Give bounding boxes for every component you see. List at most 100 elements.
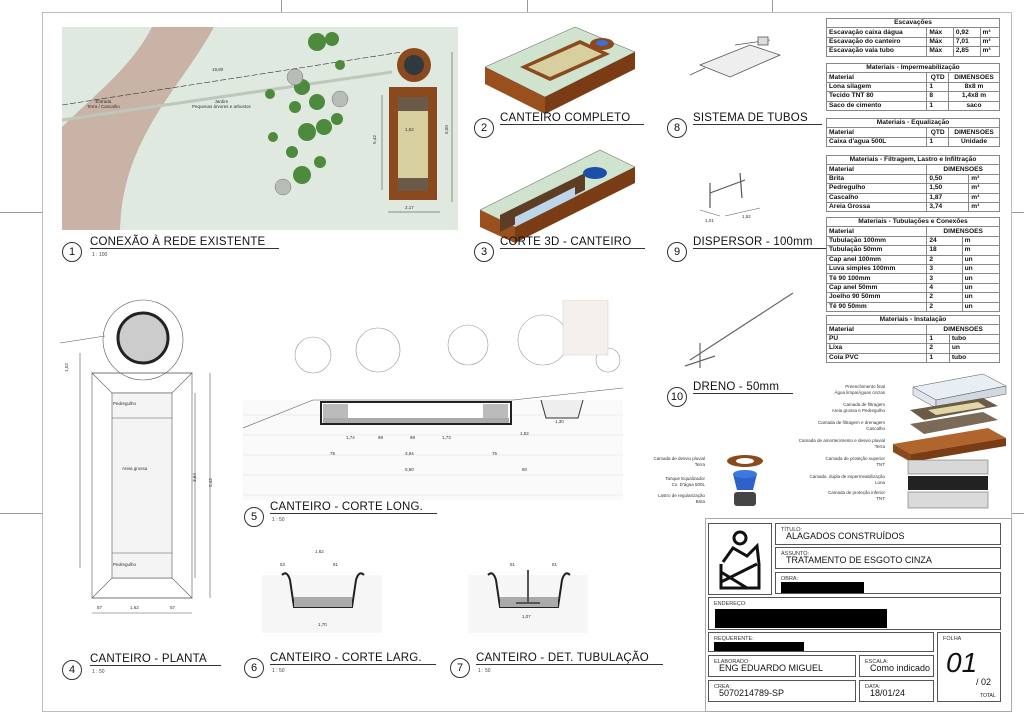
equalizer-label: Tanque Equalizador Cx. D'água 500L [665, 476, 705, 487]
equalizer-label: Lastro de regularização Brita [657, 493, 705, 504]
titulo-field: TÍTULO:ALAGADOS CONSTRUÍDOS [775, 523, 1001, 545]
total-label: TOTAL [980, 693, 996, 699]
table-cell: m³ [968, 192, 1000, 203]
corte-long-drawing [243, 300, 623, 500]
dim-label: 2,17 [405, 205, 414, 210]
dim-label: 1,62 [315, 549, 324, 554]
table-cell: 3 [926, 273, 963, 284]
dim-label: 1,73 [442, 435, 451, 440]
logo-box [708, 523, 772, 595]
dim-label: 1,62 [130, 605, 139, 610]
obra-field: OBRA: [775, 572, 1001, 594]
dim-label: 3,94 [405, 451, 414, 456]
view-title: CANTEIRO - DET. TUBULAÇÃO [476, 652, 663, 665]
table-cell: Tubulação 50mm [825, 245, 928, 256]
sheet-tick [772, 0, 773, 12]
table-cell: Tê 90 100mm [825, 273, 928, 284]
table-cell: Escavação do canteiro [825, 36, 928, 48]
escala-field: ESCALA:Como indicado [859, 655, 934, 677]
table-cell: tubo [948, 333, 1001, 345]
view-title: CANTEIRO - CORTE LARG. [270, 652, 436, 665]
data-label: DATA: [865, 684, 881, 690]
table-header: DIMENSOES [926, 164, 1000, 175]
table-cell: Escavação vala tubo [825, 46, 928, 57]
layer-label: Camada de filtragem Areia grossa e Pedre… [831, 402, 885, 413]
view-number-badge: 2 [474, 118, 494, 138]
table-cell: Máx [926, 36, 954, 48]
areia-label: Areia grossa [122, 466, 148, 471]
table-cell: Cascalho [825, 192, 928, 203]
table-cell: 3,74 [926, 201, 970, 213]
data-value: 18/01/24 [870, 688, 906, 698]
elaborado-value: ENG EDUARDO MIGUEL [719, 663, 824, 673]
view-number-badge: 10 [667, 387, 687, 407]
dim-label: 5,42 [207, 478, 213, 487]
table-cell: 7,01 [952, 36, 981, 48]
table-cell: 0,50 [926, 173, 970, 185]
elaborado-label: ELABORADO: [714, 659, 750, 665]
view-number-badge: 8 [667, 118, 687, 138]
layer-label: Camada de proteção superior TNT [825, 456, 885, 467]
corte-larg-drawing [262, 572, 382, 633]
table-cell: un [961, 301, 1001, 312]
layer-label: Camada de filtragem e drenagem Cascalho [817, 420, 885, 431]
pedregulho-label: Pedregulho [113, 401, 137, 406]
sheet-tick [1012, 212, 1024, 213]
dim-label: 3,84 [191, 473, 197, 482]
dim-label: 75 [330, 451, 336, 456]
dim-label: 99 [378, 435, 384, 440]
elaborado-field: ELABORADO:ENG EDUARDO MIGUEL [708, 655, 856, 677]
table-cell: m³ [979, 36, 1000, 48]
layer-label: Camada dupla de impermeabilização Lona [809, 474, 885, 485]
view-number-badge: 1 [62, 242, 82, 262]
table-cell: m [961, 245, 1001, 256]
crea-value: 5070214789-SP [719, 688, 785, 698]
table-cell: Unidade [947, 136, 1001, 148]
view-scale: 1 : 50 [92, 669, 105, 675]
view-number-badge: 3 [474, 242, 494, 262]
table-cell: Brita [825, 173, 928, 185]
table-cell: m³ [968, 201, 1000, 213]
canteiro-3d-drawing [484, 26, 636, 114]
dim-label: 5,42 [371, 135, 377, 144]
table-cell: 24 [926, 235, 963, 247]
table-cell: Joelho 90 50mm [825, 292, 928, 303]
table-title: Materiais - Instalação [826, 314, 1000, 326]
escala-label: ESCALA: [865, 659, 889, 665]
table-header: Material [825, 72, 928, 83]
table-cell: Pedregulho [825, 183, 928, 194]
folha-field: FOLHA 01 / 02 TOTAL [937, 632, 1001, 702]
data-field: DATA:18/01/24 [859, 680, 934, 702]
titulo-value: ALAGADOS CONSTRUÍDOS [786, 531, 905, 541]
table-cell: 18 [926, 245, 963, 256]
table-cell: un [961, 263, 1001, 275]
dim-label: 1,30 [555, 419, 564, 424]
dim-label: 53 [280, 562, 286, 567]
redacted-block [714, 642, 804, 651]
total-number: / 02 [976, 677, 992, 687]
table-cell: Luva simples 100mm [825, 263, 928, 275]
table-cell: Cola PVC [825, 352, 928, 363]
dim-label: 1,52 [520, 431, 529, 436]
requerente-label: REQUERENTE: [714, 636, 754, 642]
entrada-label: Entrada Terra / Cascalho [87, 99, 120, 109]
corte-3d-drawing [479, 149, 636, 243]
table-cell: m³ [979, 46, 1000, 57]
dim-label: 1,62 [405, 127, 414, 132]
table-cell: Máx [926, 27, 954, 38]
table-cell: Cap anel 100mm [825, 254, 928, 265]
dim-label: 99 [410, 435, 416, 440]
view-scale: 1 : 100 [92, 252, 108, 258]
table-header: DIMENSOES [947, 127, 1001, 138]
